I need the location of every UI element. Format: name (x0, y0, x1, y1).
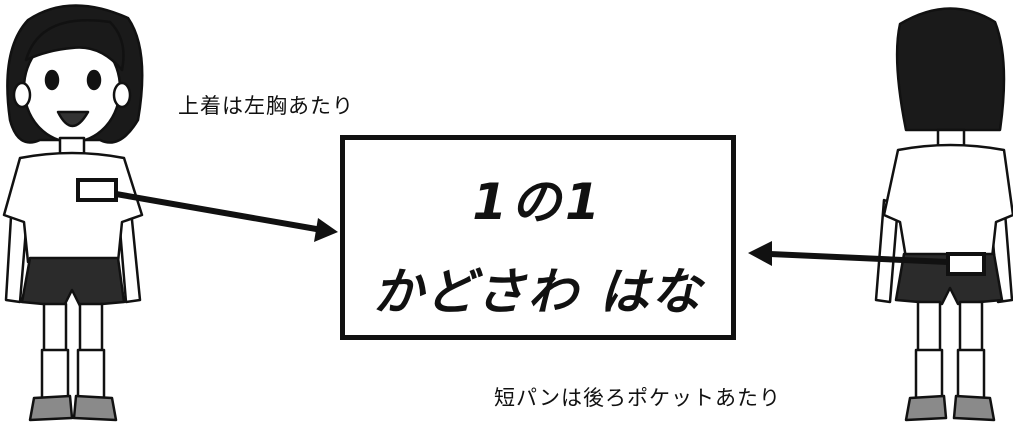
chest-marker (76, 178, 118, 202)
arrow-to-tag-icon (115, 191, 338, 242)
girl-front-icon (2, 4, 144, 422)
pocket-marker (946, 252, 986, 276)
girl-back-icon (874, 7, 1013, 422)
name-tag-example: 1の1 かどさわ はな (340, 135, 736, 340)
shirt-placement-caption: 上着は左胸あたり (178, 94, 354, 118)
class-label: 1の1 (472, 173, 604, 231)
student-name: かどさわ はな (373, 263, 703, 321)
shorts-placement-caption: 短パンは後ろポケットあたり (494, 386, 782, 410)
arrow-from-pocket-icon (748, 241, 949, 266)
